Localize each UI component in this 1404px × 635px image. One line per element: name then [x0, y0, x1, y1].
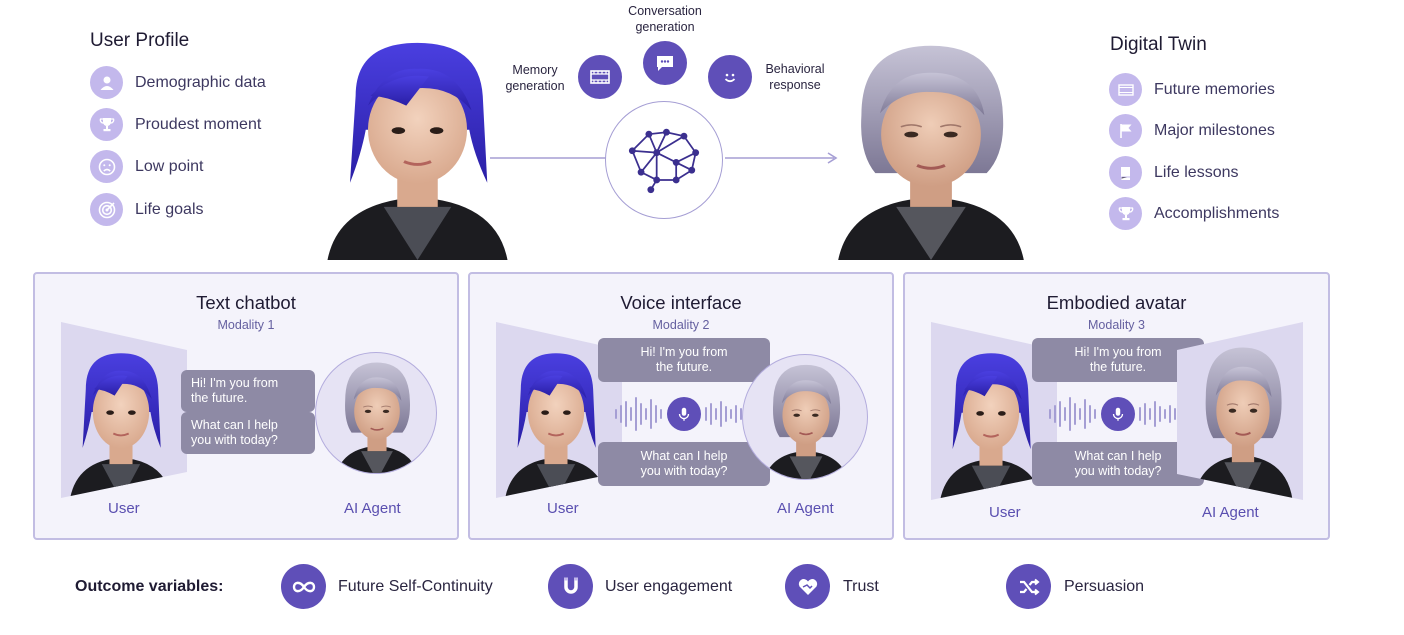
behavioral-response-label: Behavioral response [765, 62, 825, 92]
brain-network-icon [605, 101, 723, 219]
user-profile-title: User Profile [90, 30, 190, 51]
user-profile-item-demographic: Demographic data [90, 66, 266, 99]
sound-wave-left [615, 397, 662, 431]
digital-twin-item-label: Future memories [1154, 80, 1275, 98]
ai-agent-label: AI Agent [777, 500, 834, 517]
modality-panel-text-chatbot: Text chatbot Modality 1 Hi! I'm you from… [33, 272, 459, 540]
chat-bubble: Hi! I'm you from the future. [1032, 338, 1204, 382]
modality-title: Text chatbot [196, 292, 296, 313]
conversation-generation-icon [643, 41, 687, 85]
microphone-icon [667, 397, 701, 431]
digital-twin-item-label: Major milestones [1154, 121, 1275, 139]
outcome-label: Future Self-Continuity [338, 578, 493, 595]
user-label: User [547, 500, 579, 517]
user-label: User [989, 504, 1021, 521]
ai-agent-avatar [315, 352, 437, 474]
user-screen [496, 322, 622, 498]
ai-agent-screen [1177, 322, 1303, 500]
modality-panel-voice-interface: Voice interface Modality 2 Hi! I'm you f… [468, 272, 894, 540]
modality-title: Voice interface [620, 292, 742, 313]
user-profile-item-proudest: Proudest moment [90, 108, 261, 141]
digital-twin-item-milestones: Major milestones [1109, 114, 1275, 147]
modality-subtitle: Modality 1 [217, 318, 275, 332]
conversation-generation-label: Conversation generation [628, 4, 702, 34]
heart-handshake-icon [785, 564, 830, 609]
outcome-label: Trust [843, 578, 879, 595]
trophy-icon [1109, 197, 1142, 230]
film-icon [578, 55, 622, 99]
person-icon [90, 66, 123, 99]
digital-twin-item-life-lessons: Life lessons [1109, 156, 1239, 189]
digital-twin-item-label: Accomplishments [1154, 204, 1280, 222]
trophy-icon [90, 108, 123, 141]
modality-subtitle: Modality 3 [1088, 318, 1145, 332]
ai-agent-avatar [742, 354, 868, 480]
outcome-label: Persuasion [1064, 578, 1145, 595]
outcome-variables-label: Outcome variables: [75, 578, 224, 595]
book-icon [1109, 156, 1142, 189]
memory-generation-label: Memory generation [505, 63, 565, 93]
infinity-icon [281, 564, 326, 609]
film-icon [1109, 73, 1142, 106]
chat-bubble: What can I help you with today? [598, 442, 770, 486]
chat-bubble: Hi! I'm you from the future. [598, 338, 770, 382]
modality-title: Embodied avatar [1046, 292, 1187, 313]
flow-arrow [490, 152, 838, 164]
user-profile-item-life-goals: Life goals [90, 193, 204, 226]
outcome-label: User engagement [605, 578, 733, 595]
chat-bubble: What can I help you with today? [1032, 442, 1204, 486]
user-profile-item-label: Proudest moment [135, 115, 262, 133]
smile-face-icon [708, 55, 752, 99]
modality-panel-embodied-avatar: Embodied avatar Modality 3 Hi! I'm you f… [903, 272, 1330, 540]
magnet-icon [548, 564, 593, 609]
ai-agent-label: AI Agent [1202, 504, 1259, 521]
user-label: User [108, 500, 140, 517]
user-profile-item-label: Demographic data [135, 73, 266, 91]
shuffle-icon [1006, 564, 1051, 609]
user-profile-item-low-point: Low point [90, 150, 204, 183]
digital-twin-title: Digital Twin [1110, 34, 1207, 55]
microphone-icon [1101, 397, 1135, 431]
chat-bubble: What can I help you with today? [181, 412, 315, 454]
flag-icon [1109, 114, 1142, 147]
chat-bubble: Hi! I'm you from the future. [181, 370, 315, 412]
sad-face-icon [90, 150, 123, 183]
user-profile-item-label: Life goals [135, 200, 204, 218]
target-icon [90, 193, 123, 226]
ai-agent-label: AI Agent [344, 500, 401, 517]
digital-twin-item-accomplishments: Accomplishments [1109, 197, 1279, 230]
digital-twin-portrait [815, 38, 1047, 260]
user-profile-item-label: Low point [135, 157, 204, 175]
sound-wave-left [1049, 397, 1096, 431]
digital-twin-item-label: Life lessons [1154, 163, 1239, 181]
user-screen [61, 322, 187, 498]
modality-subtitle: Modality 2 [652, 318, 710, 332]
digital-twin-item-future-memories: Future memories [1109, 73, 1275, 106]
user-screen [931, 322, 1057, 500]
